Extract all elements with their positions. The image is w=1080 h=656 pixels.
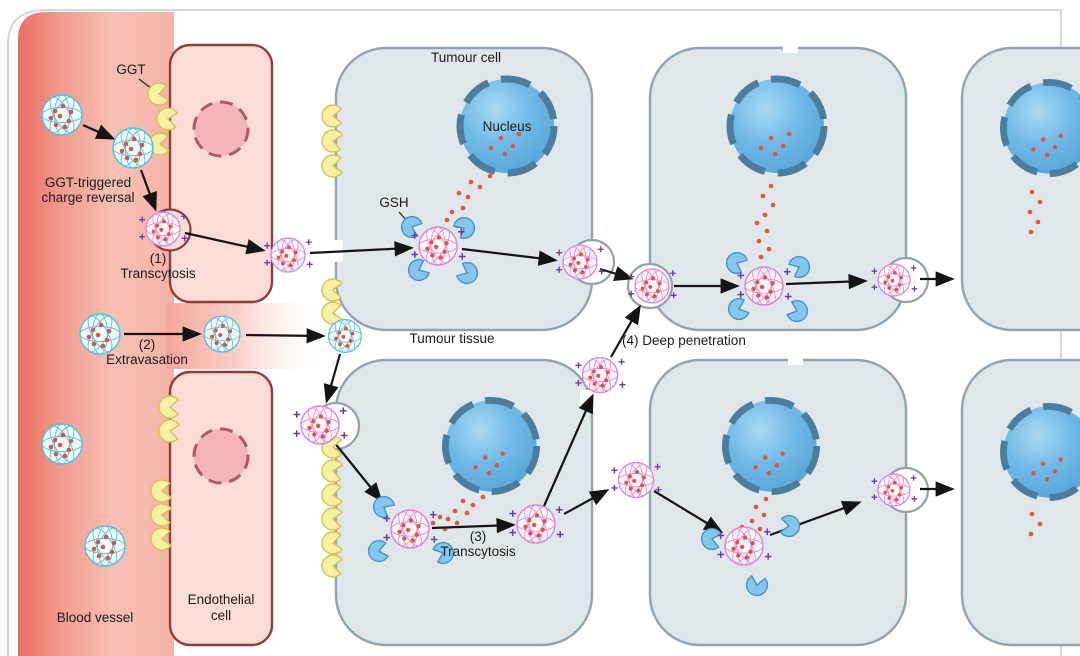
card-frame	[7, 9, 1062, 656]
step1-number: (1)	[150, 251, 167, 266]
tumour-cell-top-right	[648, 46, 908, 332]
step2-name: Extravasation	[106, 352, 188, 367]
nanoparticle-cyan	[79, 312, 121, 356]
flow-arrow	[431, 517, 516, 534]
tumour-nucleus	[725, 400, 816, 491]
nucleus-label: Nucleus	[483, 119, 532, 134]
membrane-gap	[788, 354, 803, 365]
tumour-nucleus	[445, 400, 536, 491]
endothelial-nucleus	[192, 427, 250, 485]
flow-arrow	[461, 247, 558, 266]
tumour-cell-right-bottom-partial	[960, 358, 1080, 647]
tumour-nucleus	[730, 79, 824, 173]
nanoparticle-cyan	[327, 318, 363, 354]
nanoparticle-cyan	[41, 422, 83, 466]
blood-vessel-label: Blood vessel	[57, 610, 134, 625]
endothelial-nucleus	[192, 100, 250, 158]
flow-arrow	[82, 123, 116, 140]
step4-label: (4) Deep penetration	[622, 333, 746, 348]
tumour-cell-label: Tumour cell	[431, 50, 501, 65]
flow-arrow	[323, 353, 342, 404]
flow-arrow	[785, 273, 868, 290]
nanoparticle-cyan	[203, 314, 241, 354]
flow-arrow	[139, 169, 157, 212]
flow-arrow	[333, 441, 383, 502]
nanoparticle-cyan	[41, 93, 83, 137]
flow-arrow	[653, 490, 724, 533]
flow-arrow	[563, 489, 610, 515]
step1-name: Transcytosis	[120, 266, 196, 281]
drug-release-trail	[1028, 511, 1043, 537]
flow-arrow	[309, 241, 414, 257]
flow-arrow	[245, 328, 326, 344]
step3-name: Transcytosis	[440, 544, 516, 559]
flow-arrow	[542, 393, 594, 507]
endothelial-cell-label-line2: cell	[211, 608, 231, 623]
membrane-gap	[783, 42, 798, 53]
gsh-label: GSH	[379, 195, 408, 210]
step2-number: (2)	[139, 337, 156, 352]
nanoparticle-cyan	[84, 524, 126, 568]
flow-arrows	[82, 123, 955, 537]
endothelial-cell-top	[168, 43, 274, 304]
tumour-tissue-label: Tumour tissue	[409, 331, 494, 346]
charge-reversal-label-line1: GGT-triggered	[45, 175, 131, 190]
step3-number: (3)	[470, 529, 487, 544]
ggt-label: GGT	[116, 62, 145, 77]
flow-arrow	[610, 304, 641, 358]
charge-reversal-label-line2: charge reversal	[41, 190, 134, 205]
endothelial-cell-label-line1: Endothelial	[188, 592, 255, 607]
tumour-cell-top-left	[334, 46, 594, 332]
drug-release-trail	[754, 183, 776, 260]
nanoparticle-cyan	[112, 126, 154, 170]
tumour-nucleus	[1003, 82, 1080, 173]
tumour-nucleus	[1003, 406, 1080, 497]
drug-release-trail	[1027, 189, 1043, 235]
flow-arrow	[599, 266, 634, 281]
flow-arrow	[184, 231, 266, 255]
